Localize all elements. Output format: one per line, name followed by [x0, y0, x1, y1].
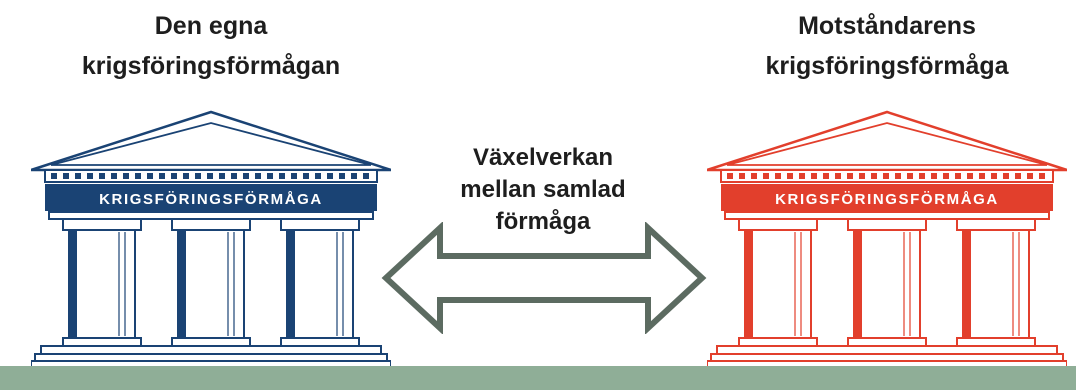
temple-column [62, 218, 142, 347]
temple-column [956, 218, 1036, 347]
temple-column [280, 218, 360, 347]
temple-banner-text: KRIGSFÖRINGSFÖRMÅGA [99, 191, 323, 208]
opponent-heading-line1: Motståndarens [798, 12, 976, 40]
own-capability-heading: Den egna krigsföringsförmågan [31, 6, 391, 86]
temple-step-1 [716, 345, 1058, 355]
temple-banner [721, 184, 1053, 211]
temple-dentils [51, 173, 369, 179]
opponent-capability-heading: Motståndarens krigsföringsförmåga [707, 6, 1067, 86]
ground-strip [0, 366, 1076, 390]
own-heading-line2: krigsföringsförmågan [81, 52, 341, 80]
temple-banner [45, 184, 377, 211]
temple-roof-inner [50, 122, 372, 166]
temple-column [847, 218, 927, 347]
double-arrow-icon [381, 222, 707, 334]
opponent-heading-line2: krigsföringsförmåga [765, 52, 1009, 80]
interaction-label: Växelverkan mellan samlad förmåga [438, 142, 648, 238]
temple-architrave [724, 211, 1050, 220]
temple-column [738, 218, 818, 347]
interaction-label-line2: mellan samlad [460, 176, 626, 203]
temple-banner-text: KRIGSFÖRINGSFÖRMÅGA [775, 191, 999, 208]
temple-roof [707, 110, 1067, 172]
double-arrow-shape [381, 222, 707, 334]
temple-dentils [727, 173, 1045, 179]
temple-step-1 [40, 345, 382, 355]
temple-roof [31, 110, 391, 172]
temple-roof-inner [726, 122, 1048, 166]
temple-step-2 [34, 353, 388, 362]
temple-column [171, 218, 251, 347]
own-temple-icon: KRIGSFÖRINGSFÖRMÅGA [31, 110, 391, 370]
own-heading-line1: Den egna [154, 12, 268, 40]
temple-step-2 [710, 353, 1064, 362]
interaction-label-line1: Växelverkan [472, 144, 614, 171]
temple-architrave [48, 211, 374, 220]
opponent-temple-icon: KRIGSFÖRINGSFÖRMÅGA [707, 110, 1067, 370]
interaction-label-line3: förmåga [495, 208, 591, 235]
